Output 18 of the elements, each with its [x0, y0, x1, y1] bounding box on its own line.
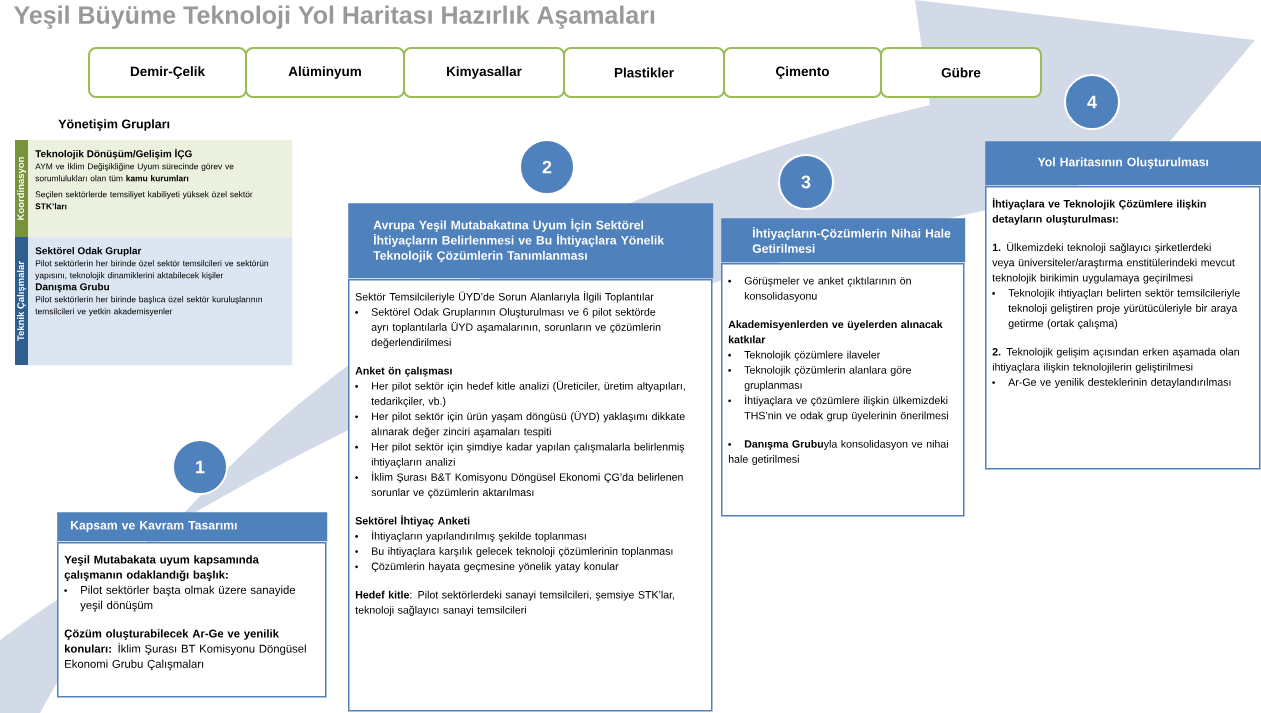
- title: Yeşil Büyüme Teknoloji Yol Haritası Hazırlık Aşamaları: [13, 5, 655, 29]
- sector-box: Plastikler: [563, 47, 725, 98]
- node-label: Yol Haritasının Oluşturulması: [1037, 157, 1208, 169]
- step-box: Avrupa Yeşil Mutabakatına Uyum İçin Sektörel İhtiyaçların Belirlenmesi ve Bu İhtiyaçlara Yönelik Teknolojik Çözümlerin Tanımlanması Sektör Temsilcileriyle ÜYD’de Sorun Alanlarıyla İlgili Toplantılar Sektörel Odak Gruplarının Oluşturulması ve 6 pilot sektörde ayrı toplantılarla ÜYD aşamalarının, sorunların ve çözümlerin değerlendirilmesi Anket ön çalışması Her pilot sektör için hedef kitle analizi (Üreticiler, üretim altyapıları, tedarikçiler, vb.) Her pilot sektör için ürün yaşam döngüsü (ÜYD) yaklaşımı dikkate alınarak değer zinciri aşamaları tespiti Her pilot sektör için şimdiye kadar yapılan çalışmalarla belirlenmiş ihtiyaçların analizi İklim Şurası B&T Komisyonu Döngüsel Ekonomi ÇG’da belirlenen sorunlar ve çözümlerin aktarılması Sektörel İhtiyaç Anketi İhtiyaçların yapılandırılmış şekilde toplanması Bu ihtiyaçlara karşılık gelecek teknoloji çözümlerinin toplanması Çözümlerin hayata geçmesine yönelik yatay konular Hedef kitle: Pilot sektörlerdeki sanayi temsilcileri, şemsiye STK’lar, teknoloji sağlayıcı sanayi temsilcileri: [348, 203, 714, 712]
- group-panel: Koordinasyon Teknolojik Dönüşüm/Gelişim İÇG AYM ve İklim Değişikliğine Uyum sürecinde görev ve sorumlulukları olan tüm kamu kurumları Seçilen sektörlerde temsiliyet kabiliyeti yüksek özel sektör STK’ları: [15, 140, 293, 238]
- section-heading: Yönetişim Grupları: [58, 119, 170, 131]
- node-label: Avrupa Yeşil Mutabakatına Uyum İçin Sektörel İhtiyaçların Belirlenmesi ve Bu İhtiyaçlara Yönelik Teknolojik Çözümlerin Tanımlanması: [373, 218, 665, 263]
- sector-box: Demir-Çelik: [88, 47, 247, 98]
- group-panel: Teknik Çalışmalar Sektörel Odak Gruplar Pilot sektörlerin her birinde özel sektör temsilcileri ve sektörün yapısını, teknolojik dinamiklerini aktabilecek kişiler Danışma Grubu Pilot sektörlerin her birinde başlıca özel sektör kuruluşlarının temsilcileri ve yetkin akademisyenler: [15, 237, 293, 366]
- step-box: İhtiyaçların-Çözümlerin Nihai Hale Getirilmesi Görüşmeler ve anket çıktılarının ön konsolidasyonu Akademisyenlerden ve üyelerden alınacak katkılar Teknolojik çözümlere ilaveler Teknolojik çözümlerin alanlara göre gruplanması İhtiyaçlara ve çözümlere ilişkin ülkemizdeki THS’nin ve odak grup üyelerinin önerilmesi Danışma Grubuyla konsolidasyon ve nihai hale getirilmesi: [721, 218, 966, 517]
- step-box: Kapsam ve Kavram Tasarımı Yeşil Mutabakata uyum kapsamında çalışmanın odaklandığı başlık: Pilot sektörler başta olmak üzere sanayide yeşil dönüşüm Çözüm oluşturabilecek Ar-Ge ve yenilik konuları: İklim Şurası BT Komisyonu Döngüsel Ekonomi Grubu Çalışmaları: [57, 512, 328, 698]
- sector-box: Alüminyum: [245, 47, 405, 98]
- node-label: İhtiyaçların-Çözümlerin Nihai Hale Getirilmesi: [752, 227, 951, 253]
- sector-box: Kimyasallar: [403, 47, 565, 98]
- sector-box: Gübre: [880, 47, 1042, 98]
- step-box: Yol Haritasının Oluşturulması İhtiyaçlara ve Teknolojik Çözümlere ilişkin detayların oluşturulması: 1. Ülkemizdeki teknoloji sağlayıcı şirketlerdeki veya üniversiteler/araştırma enstitülerindeki mevcut teknolojik birikimin uygulamaya geçirilmesi Teknolojik ihtiyaçları belirten sektör temsilcileriyle teknoloji geliştiren proje yürütücüleriyle bir araya getirme (ortak çalışma) 2. Teknolojik gelişim açısından erken aşamada olan ihtiyaçlara ilişkin teknolojilerin geliştirilmesi Ar-Ge ve yenilik desteklerinin detaylandırılması: [985, 141, 1261, 470]
- node-label: Kapsam ve Kavram Tasarımı: [71, 521, 237, 532]
- sector-box: Çimento: [723, 47, 882, 98]
